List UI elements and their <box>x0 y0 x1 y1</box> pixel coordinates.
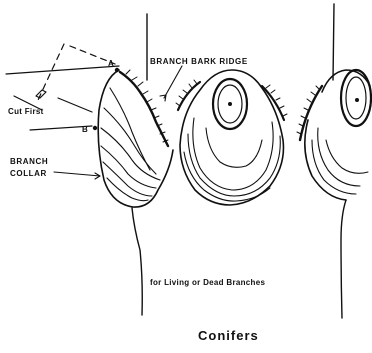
label-b: B <box>82 125 88 134</box>
cut-line-mid <box>58 98 92 112</box>
label-a: A <box>108 59 114 68</box>
bark-ridge-leader <box>164 66 182 98</box>
left-collar-outline <box>98 70 173 207</box>
right-ring-3 <box>326 140 368 173</box>
left-collar-ring-2 <box>104 108 156 174</box>
cut-line-upper <box>6 66 119 74</box>
point-a-marker <box>115 68 119 72</box>
middle-branch-pith <box>228 102 232 106</box>
middle-collar-outline <box>180 70 283 205</box>
label-cut-first: Cut First <box>8 107 44 116</box>
right-bark-ridge <box>300 86 322 140</box>
cut-guides <box>6 44 119 130</box>
right-branch-pith <box>355 98 359 102</box>
right-branch-stub <box>297 70 371 200</box>
trunk-right-edge-lower <box>341 200 346 318</box>
label-branch-collar-line1: BRANCH <box>10 157 48 166</box>
trunk <box>132 4 346 318</box>
trunk-right-edge-upper <box>333 4 334 80</box>
middle-bark-ridge-left-texture <box>176 80 197 106</box>
label-branch-bark-ridge: BRANCH BARK RIDGE <box>150 57 248 66</box>
left-collar-ring-5 <box>103 162 152 196</box>
collar-leader <box>54 172 100 176</box>
right-branch-end-inner <box>346 77 366 119</box>
middle-ring-2 <box>188 134 280 196</box>
left-branch-stub <box>98 70 173 207</box>
label-branch-collar-line2: COLLAR <box>10 169 47 178</box>
point-b-marker <box>93 126 97 130</box>
middle-branch-stub <box>176 70 287 205</box>
right-ring-1 <box>318 128 360 186</box>
label-living-or-dead: for Living or Dead Branches <box>150 278 265 287</box>
right-bark-ridge-texture <box>297 86 319 134</box>
middle-ring-4 <box>206 128 262 167</box>
caption-conifers: Conifers <box>198 328 259 343</box>
trunk-left-edge-lower <box>132 208 142 315</box>
right-collar-outline <box>305 120 346 200</box>
